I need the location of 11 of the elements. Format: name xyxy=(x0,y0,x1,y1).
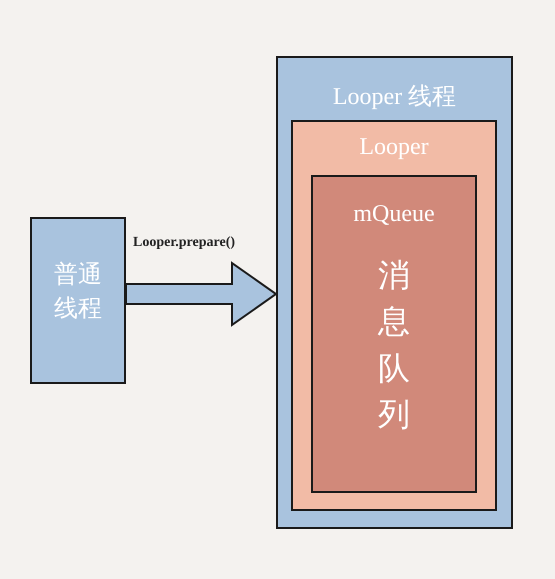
looper-box xyxy=(291,120,497,511)
box-label: Looper 线程 xyxy=(332,83,458,112)
box-label: mQueue xyxy=(352,201,436,228)
thread-box xyxy=(30,217,126,384)
thread-box xyxy=(276,56,513,529)
edge-label: Looper.prepare() xyxy=(133,235,236,251)
block-arrow xyxy=(125,261,278,327)
box-label: 普通线程 xyxy=(53,260,103,324)
queue-box xyxy=(311,175,477,493)
box-label: Looper xyxy=(358,134,430,161)
box-label: 消息队列 xyxy=(376,256,411,434)
